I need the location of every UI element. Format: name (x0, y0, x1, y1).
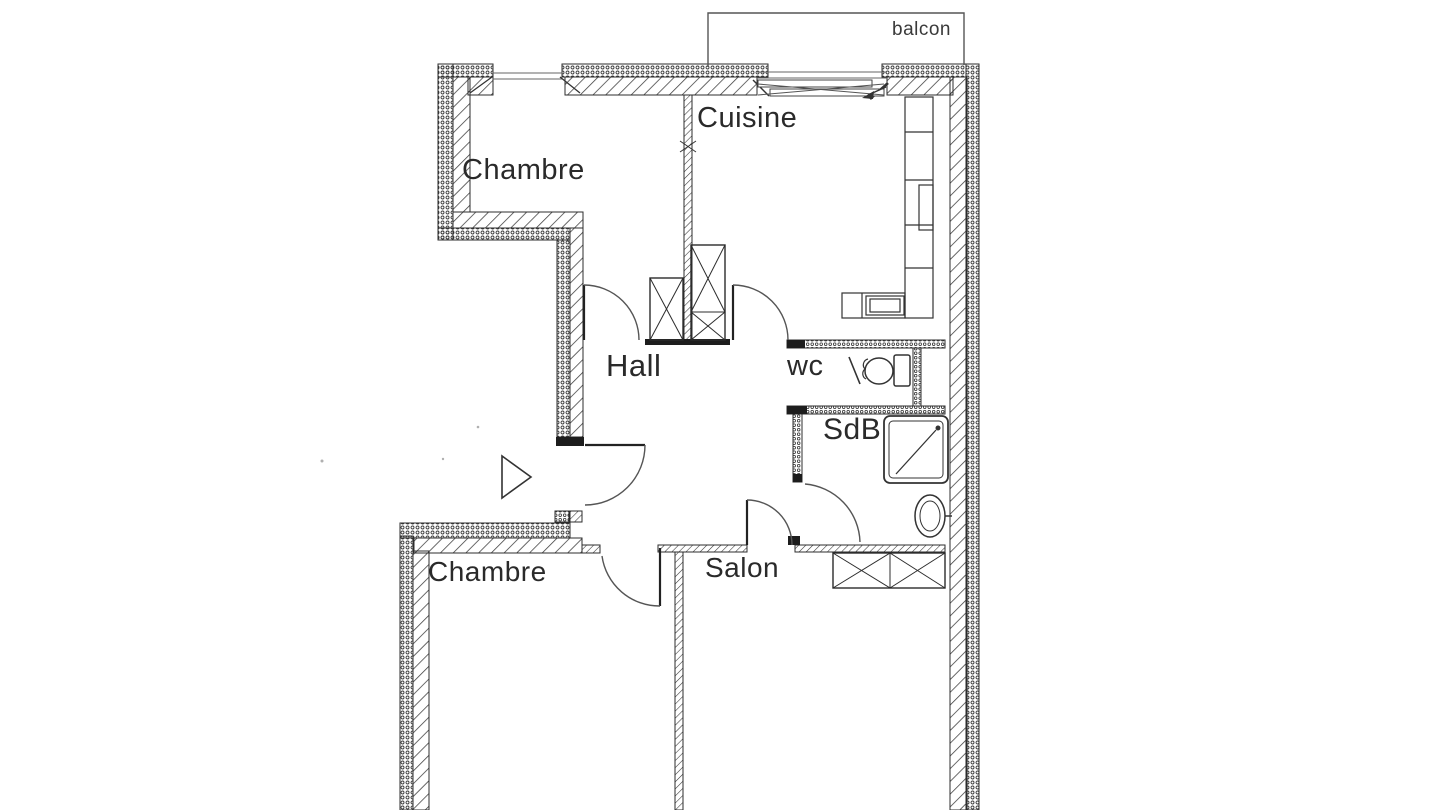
wall-segment (561, 63, 769, 78)
wall-segment (569, 227, 584, 438)
room-label-bedroom-bottom: Chambre (428, 556, 547, 587)
door-entrance (584, 443, 646, 506)
wall-segment (881, 63, 967, 78)
wall-salon-north-b (794, 544, 946, 553)
wardrobe-hall-right (690, 244, 726, 341)
wardrobe-hall-left (649, 277, 684, 341)
scan-speck (441, 457, 445, 461)
wall-segment (452, 211, 584, 229)
wall-end-cap (788, 536, 800, 545)
scan-specks (320, 425, 480, 463)
toilet-icon (862, 354, 911, 387)
wall-end-cap (787, 406, 807, 414)
entrance-stub (554, 510, 571, 523)
exterior-walls (399, 63, 980, 810)
door-kitchen (731, 284, 789, 341)
kitchen-sink (865, 295, 905, 316)
room-label-bathroom: SdB (823, 413, 882, 446)
door-salon (745, 499, 793, 546)
wall-segment (949, 76, 968, 810)
window-bedroom-top (469, 72, 581, 94)
scan-speck (476, 425, 480, 429)
kitchen-counter (841, 96, 934, 319)
wall-end-cap (793, 474, 802, 482)
sliding-door-symbol (752, 71, 889, 100)
wall-marker (679, 140, 697, 153)
door-bedroom-bottom (601, 548, 662, 607)
interior-walls (581, 94, 946, 810)
wall-segment (556, 239, 571, 438)
wall-segment (581, 544, 601, 554)
shower-icon (883, 415, 949, 484)
room-label-wc: wc (787, 350, 824, 382)
wall-wc-north (786, 339, 946, 349)
room-label-hall: Hall (606, 348, 662, 383)
wall-segment (437, 227, 571, 241)
room-label-living-room: Salon (705, 552, 780, 583)
door-bedroom-top (582, 284, 640, 341)
washbasin-icon (914, 494, 952, 538)
room-label-kitchen: Cuisine (697, 102, 798, 134)
entrance-stub (568, 510, 583, 523)
room-label-bedroom-top: Chambre (462, 154, 585, 186)
wardrobe-closets (649, 244, 946, 589)
wall-bedroom-salon-divider (674, 551, 684, 810)
wall-segment (412, 550, 430, 810)
room-label-balcony: balcon (892, 19, 951, 40)
wall-segment (399, 522, 571, 539)
wall-segment (886, 76, 954, 96)
wall-segment (452, 76, 471, 213)
wall-segment (413, 537, 583, 554)
closet-baseline (645, 339, 730, 345)
wall-bathroom-west (792, 413, 803, 483)
entrance-arrow (501, 454, 533, 500)
scan-speck (320, 459, 324, 463)
wall-segment (399, 535, 414, 810)
wall-end-cap (556, 437, 584, 446)
openings (469, 71, 889, 100)
wall-segment (437, 63, 454, 241)
door-wc-leaf (848, 356, 861, 385)
door-bathroom (804, 483, 861, 543)
wall-segment (564, 76, 758, 96)
wall-duct (912, 347, 922, 407)
doors (582, 284, 861, 607)
balcony-outline (707, 12, 965, 67)
wall-segment (965, 63, 980, 810)
wardrobe-salon (832, 552, 946, 589)
wall-salon-north-a (657, 544, 748, 553)
slide-direction-arrow (862, 86, 887, 99)
wall-end-cap (787, 340, 805, 348)
